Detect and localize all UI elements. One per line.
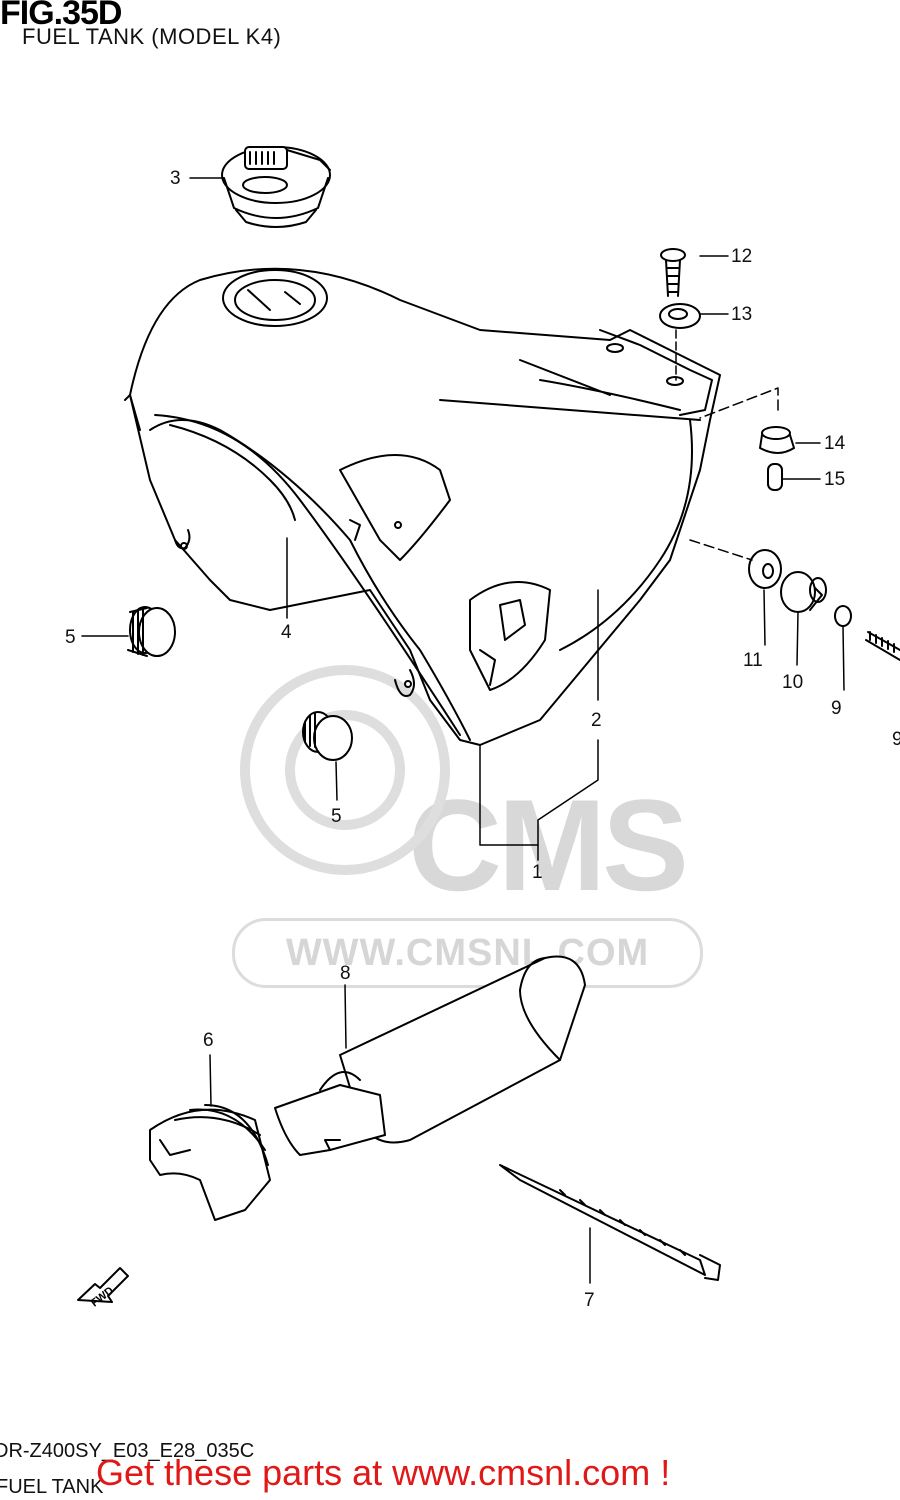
callout-5-left: 5 <box>65 627 76 648</box>
callout-5-middle: 5 <box>331 806 342 827</box>
cushion-part-6 <box>149 1104 271 1221</box>
callout-6: 6 <box>203 1030 214 1051</box>
callout-3: 3 <box>170 168 181 189</box>
cushion-part-12 <box>748 549 782 589</box>
cushion-part-15 <box>759 426 795 454</box>
watermark-url: WWW.CMSNL.COM <box>232 918 703 988</box>
diagram-reference-name: FUEL TANK <box>0 1476 104 1498</box>
washer-part-14 <box>659 303 701 329</box>
callout-11: 10 <box>782 672 804 693</box>
diagram-reference-code: DR-Z400SY_E03_E28_035C <box>0 1440 255 1462</box>
watermark-brand: CMS <box>408 772 689 918</box>
cushion-part-left <box>127 606 176 657</box>
watermark-gear-icon <box>240 665 450 875</box>
callout-14: 13 <box>731 304 753 325</box>
callout-2: 2 <box>591 710 602 731</box>
protector-part-8 <box>274 955 586 1156</box>
callout-4: 4 <box>281 622 292 643</box>
callout-1: 1 <box>532 862 543 883</box>
callout-7: 7 <box>584 1290 595 1311</box>
bolt-part-9 <box>865 631 900 661</box>
collar-part-10 <box>834 605 852 627</box>
callout-9: 9 <box>892 729 900 750</box>
callout-8: 8 <box>340 963 351 984</box>
promo-link[interactable]: Get these parts at www.cmsnl.com ! <box>96 1452 671 1493</box>
figure-title: FIG.35D <box>0 0 122 32</box>
cushion-part-11 <box>780 571 827 613</box>
callout-12: 11 <box>743 650 763 671</box>
cable-tie-part-7 <box>499 1164 721 1281</box>
callout-10: 9 <box>831 698 842 719</box>
hose-part <box>169 424 296 521</box>
figure-subtitle: FUEL TANK (MODEL K4) <box>22 24 282 49</box>
forward-arrow-icon <box>77 1267 129 1303</box>
callout-16: 15 <box>824 469 846 490</box>
fuel-cap-part <box>221 146 331 228</box>
cushion-part-middle <box>302 711 353 761</box>
bolt-part-13 <box>660 248 686 297</box>
fuel-tank-part <box>124 267 721 746</box>
collar-part-16 <box>767 463 783 491</box>
callout-15: 14 <box>824 433 846 454</box>
callout-13: 12 <box>731 246 753 267</box>
